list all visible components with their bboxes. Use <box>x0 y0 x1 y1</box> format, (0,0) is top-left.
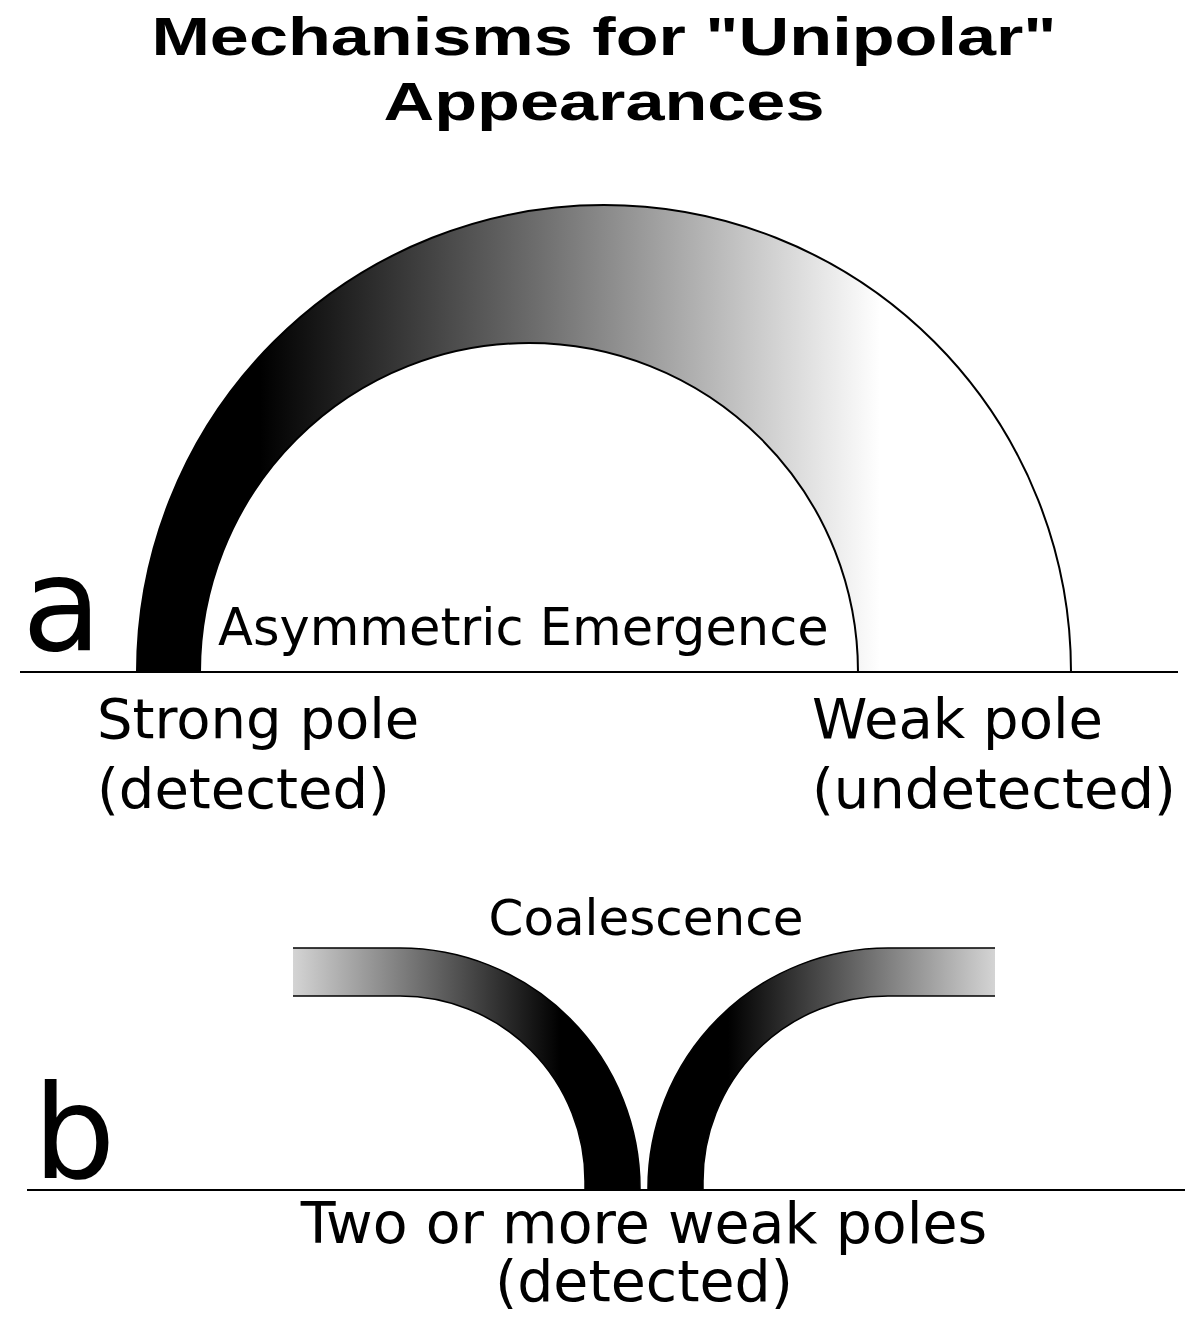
flux-tube-edge <box>293 948 640 1190</box>
pole-label: Strong pole (detected) <box>97 684 517 824</box>
panel-letter: a <box>22 540 102 670</box>
pole-label: Two or more weak poles (detected) <box>264 1194 1024 1310</box>
flux-tube <box>293 948 640 1190</box>
flux-loop <box>137 205 1071 672</box>
pole-label: Weak pole (undetected) <box>812 684 1196 824</box>
panel-heading: Coalescence <box>488 893 803 943</box>
flux-tube-edge <box>703 996 995 1190</box>
flux-tube-edge <box>648 948 995 1190</box>
surface-line <box>20 671 1178 673</box>
flux-tube <box>648 948 995 1190</box>
diagram-title: Mechanisms for "Unipolar" Appearances <box>149 4 1059 134</box>
panel-heading: Asymmetric Emergence <box>218 602 829 653</box>
panel-letter: b <box>33 1068 116 1198</box>
surface-line <box>27 1189 1185 1191</box>
flux-tube-edge <box>293 996 585 1190</box>
